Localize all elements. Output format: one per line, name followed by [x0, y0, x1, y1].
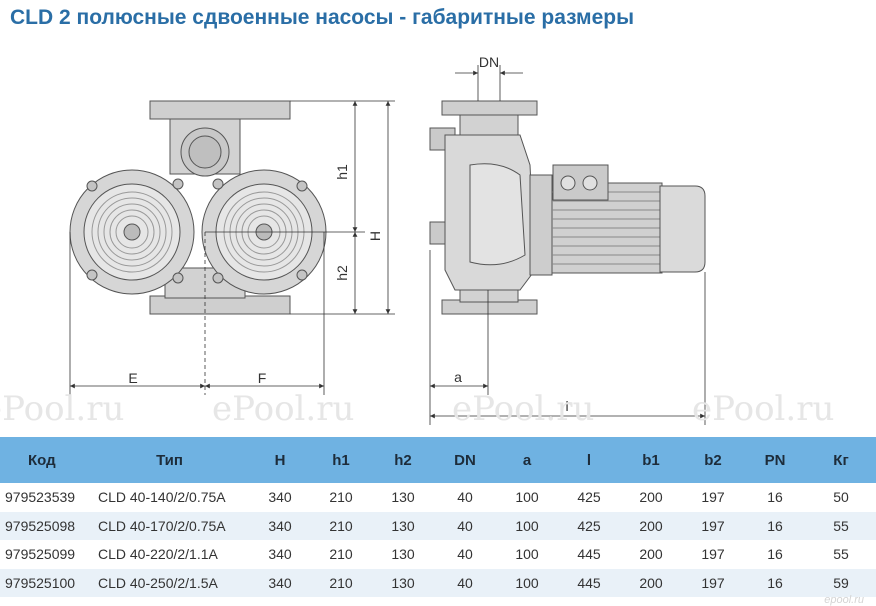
- header-dn: DN: [434, 437, 496, 483]
- table-row: 979523539 CLD 40-140/2/0.75A 340 210 130…: [0, 483, 876, 512]
- dim-H-label: H: [367, 231, 383, 241]
- cell-pn: 16: [744, 511, 806, 540]
- header-a: a: [496, 437, 558, 483]
- cell-l: 425: [558, 511, 620, 540]
- header-b2: b2: [682, 437, 744, 483]
- cell-H: 340: [250, 540, 310, 569]
- front-dimensions: [69, 100, 395, 395]
- logo: epool.ru: [824, 594, 864, 606]
- cell-dn: 40: [434, 511, 496, 540]
- watermark: ePool.ru: [692, 389, 835, 429]
- cell-kg: 55: [806, 511, 876, 540]
- cell-H: 340: [250, 483, 310, 512]
- header-h2: h2: [372, 437, 434, 483]
- dim-dn-label: DN: [479, 54, 499, 70]
- table-row: 979525098 CLD 40-170/2/0.75A 340 210 130…: [0, 511, 876, 540]
- cell-h1: 210: [310, 511, 372, 540]
- cell-h2: 130: [372, 568, 434, 597]
- side-view: [429, 100, 706, 315]
- header-l: l: [558, 437, 620, 483]
- cell-h2: 130: [372, 483, 434, 512]
- cell-code: 979523539: [0, 483, 90, 512]
- cell-b2: 197: [682, 540, 744, 569]
- cell-dn: 40: [434, 483, 496, 512]
- dim-h1-label: h1: [334, 164, 350, 180]
- cell-b1: 200: [620, 568, 682, 597]
- cell-code: 979525098: [0, 511, 90, 540]
- cell-pn: 16: [744, 483, 806, 512]
- header-b1: b1: [620, 437, 682, 483]
- cell-H: 340: [250, 568, 310, 597]
- dim-E-label: E: [128, 370, 137, 386]
- cell-a: 100: [496, 540, 558, 569]
- cell-a: 100: [496, 483, 558, 512]
- cell-b1: 200: [620, 483, 682, 512]
- cell-l: 445: [558, 540, 620, 569]
- table-row: 979525099 CLD 40-220/2/1.1A 340 210 130 …: [0, 540, 876, 569]
- cell-h1: 210: [310, 568, 372, 597]
- cell-l: 445: [558, 568, 620, 597]
- cell-type: CLD 40-220/2/1.1A: [90, 540, 250, 569]
- cell-h2: 130: [372, 540, 434, 569]
- cell-kg: 55: [806, 540, 876, 569]
- dim-F-label: F: [258, 370, 267, 386]
- cell-h2: 130: [372, 511, 434, 540]
- header-H: H: [250, 437, 310, 483]
- cell-H: 340: [250, 511, 310, 540]
- table-row: 979525100 CLD 40-250/2/1.5A 340 210 130 …: [0, 568, 876, 597]
- dimensions-table: Код Тип H h1 h2 DN a l b1 b2 PN Кг 97952…: [0, 437, 876, 597]
- header-pn: PN: [744, 437, 806, 483]
- cell-a: 100: [496, 511, 558, 540]
- cell-type: CLD 40-250/2/1.5A: [90, 568, 250, 597]
- watermark: ePool.ru: [0, 389, 125, 429]
- cell-b2: 197: [682, 568, 744, 597]
- dim-h2-label: h2: [334, 265, 350, 281]
- cell-kg: 50: [806, 483, 876, 512]
- cell-pn: 16: [744, 568, 806, 597]
- watermark: ePool.ru: [212, 389, 355, 429]
- cell-dn: 40: [434, 568, 496, 597]
- header-type: Тип: [90, 437, 250, 483]
- header-code: Код: [0, 437, 90, 483]
- cell-kg: 59: [806, 568, 876, 597]
- side-dimensions: [429, 65, 706, 425]
- header-kg: Кг: [806, 437, 876, 483]
- page-title: CLD 2 полюсные сдвоенные насосы - габари…: [10, 6, 635, 29]
- cell-h1: 210: [310, 483, 372, 512]
- table-header-row: Код Тип H h1 h2 DN a l b1 b2 PN Кг: [0, 437, 876, 483]
- cell-type: CLD 40-140/2/0.75A: [90, 483, 250, 512]
- cell-b2: 197: [682, 511, 744, 540]
- cell-b2: 197: [682, 483, 744, 512]
- cell-type: CLD 40-170/2/0.75A: [90, 511, 250, 540]
- cell-h1: 210: [310, 540, 372, 569]
- cell-pn: 16: [744, 540, 806, 569]
- front-view: [69, 100, 327, 315]
- technical-drawing: h1 h2 H E F: [69, 54, 706, 425]
- header-h1: h1: [310, 437, 372, 483]
- dim-a-label: a: [454, 369, 462, 385]
- cell-code: 979525100: [0, 568, 90, 597]
- cell-dn: 40: [434, 540, 496, 569]
- watermark: ePool.ru: [452, 389, 595, 429]
- dim-l-label: l: [565, 398, 568, 414]
- cell-code: 979525099: [0, 540, 90, 569]
- cell-l: 425: [558, 483, 620, 512]
- cell-b1: 200: [620, 511, 682, 540]
- cell-b1: 200: [620, 540, 682, 569]
- cell-a: 100: [496, 568, 558, 597]
